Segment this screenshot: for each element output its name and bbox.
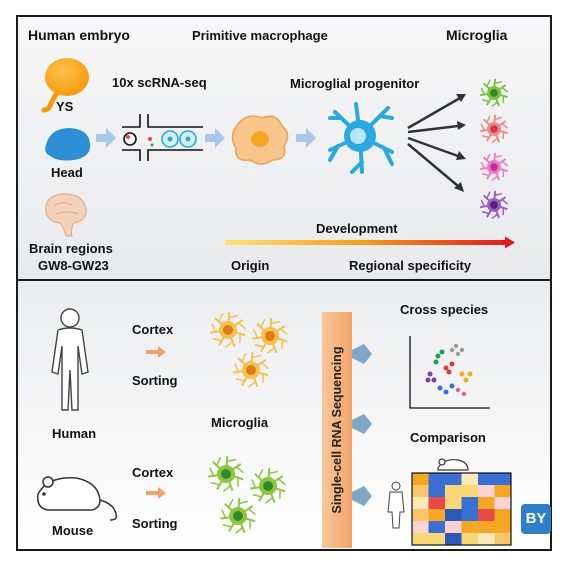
human-silhouette-icon: [51, 308, 89, 411]
heatmap-cell: [478, 521, 495, 533]
microglia-icon-human: [210, 311, 246, 348]
scatter-plot-icon: [409, 336, 490, 409]
heatmap-cell: [461, 509, 478, 521]
mouse-silhouette-icon: [36, 476, 118, 521]
head-icon: [45, 128, 91, 161]
label-mouse: Mouse: [52, 523, 94, 538]
label-development: Development: [316, 221, 398, 236]
heatmap-cell: [428, 485, 445, 497]
heatmap-cell: [494, 521, 511, 533]
heatmap-cell: [478, 497, 495, 509]
label-head: Head: [51, 165, 83, 180]
heatmap-cell: [445, 509, 462, 521]
heatmap-cell: [494, 509, 511, 521]
heatmap-cell: [445, 473, 462, 485]
label-microglial-progenitor: Microglial progenitor: [290, 76, 420, 91]
heatmap-cell: [428, 509, 445, 521]
label-cross-species: Cross species: [400, 302, 489, 317]
heatmap-cell: [478, 473, 495, 485]
heatmap-cell: [428, 497, 445, 509]
heatmap-cell: [412, 509, 429, 521]
sort-arrow: [146, 346, 166, 499]
heatmap-cell: [494, 497, 511, 509]
heatmap-cell: [445, 497, 462, 509]
microglia-icon-green: [479, 78, 508, 107]
development-gradient-bar: [225, 236, 515, 249]
heatmap-cell: [445, 533, 462, 545]
label-cortex-mouse: Cortex: [132, 465, 174, 480]
microglia-icon-mouse: [220, 497, 256, 534]
differentiation-arrows: [407, 94, 466, 192]
label-origin: Origin: [231, 258, 270, 273]
microglia-icon-mouse: [250, 467, 286, 504]
heatmap-cell: [494, 473, 511, 485]
heatmap-cell: [412, 533, 429, 545]
heatmap-cell: [428, 473, 445, 485]
microglia-icon-red: [479, 114, 508, 143]
label-primitive-macrophage: Primitive macrophage: [192, 28, 328, 43]
human-small-icon: [387, 481, 405, 529]
label-ys: YS: [56, 99, 74, 114]
microglia-icon-human: [233, 351, 269, 388]
heatmap-cell: [428, 521, 445, 533]
label-sorting-human: Sorting: [132, 373, 178, 388]
heatmap-cell: [445, 485, 462, 497]
microglia-icon-pink: [479, 152, 508, 181]
progenitor-icon: [328, 102, 394, 174]
heatmap-icon: [411, 472, 512, 546]
microglia-icon-mouse: [208, 455, 244, 492]
heatmap-cell: [478, 509, 495, 521]
label-cortex-human: Cortex: [132, 322, 174, 337]
label-microglia-bottom: Microglia: [211, 415, 269, 430]
heatmap-cell: [494, 485, 511, 497]
heatmap-cell: [412, 473, 429, 485]
heatmap-cell: [412, 485, 429, 497]
microglia-icon-human: [252, 317, 288, 354]
heatmap-cell: [478, 485, 495, 497]
heatmap-cell: [461, 533, 478, 545]
label-seq-method: 10x scRNA-seq: [112, 75, 207, 90]
heatmap-cell: [461, 497, 478, 509]
heatmap-cell: [494, 533, 511, 545]
label-human-embryo: Human embryo: [28, 27, 130, 43]
sequencing-column: [322, 312, 372, 548]
flow-arrow: [96, 128, 316, 148]
label-microglia-top: Microglia: [446, 27, 508, 43]
heatmap-cell: [428, 533, 445, 545]
droplet-device-icon: [122, 114, 203, 161]
watermark-badge: BY: [521, 504, 551, 534]
mouse-small-icon: [437, 458, 469, 471]
label-human: Human: [52, 426, 97, 441]
macrophage-icon: [231, 115, 289, 165]
heatmap-cell: [412, 521, 429, 533]
heatmap-cell: [461, 473, 478, 485]
heatmap-cell: [445, 521, 462, 533]
yolk-sac-icon: [41, 58, 89, 113]
label-brain-regions: Brain regions: [29, 241, 113, 256]
brain-icon: [45, 193, 87, 237]
heatmap-cell: [461, 521, 478, 533]
label-sorting-mouse: Sorting: [132, 516, 178, 531]
heatmap-cell: [478, 533, 495, 545]
heatmap-cell: [461, 485, 478, 497]
microglia-icon-purple: [479, 190, 508, 219]
label-gestational-weeks: GW8-GW23: [38, 258, 109, 273]
label-regional-specificity: Regional specificity: [349, 258, 472, 273]
heatmap-cell: [412, 497, 429, 509]
label-comparison: Comparison: [410, 430, 486, 445]
label-single-cell-rna-seq: Single-cell RNA Sequencing: [330, 346, 344, 514]
